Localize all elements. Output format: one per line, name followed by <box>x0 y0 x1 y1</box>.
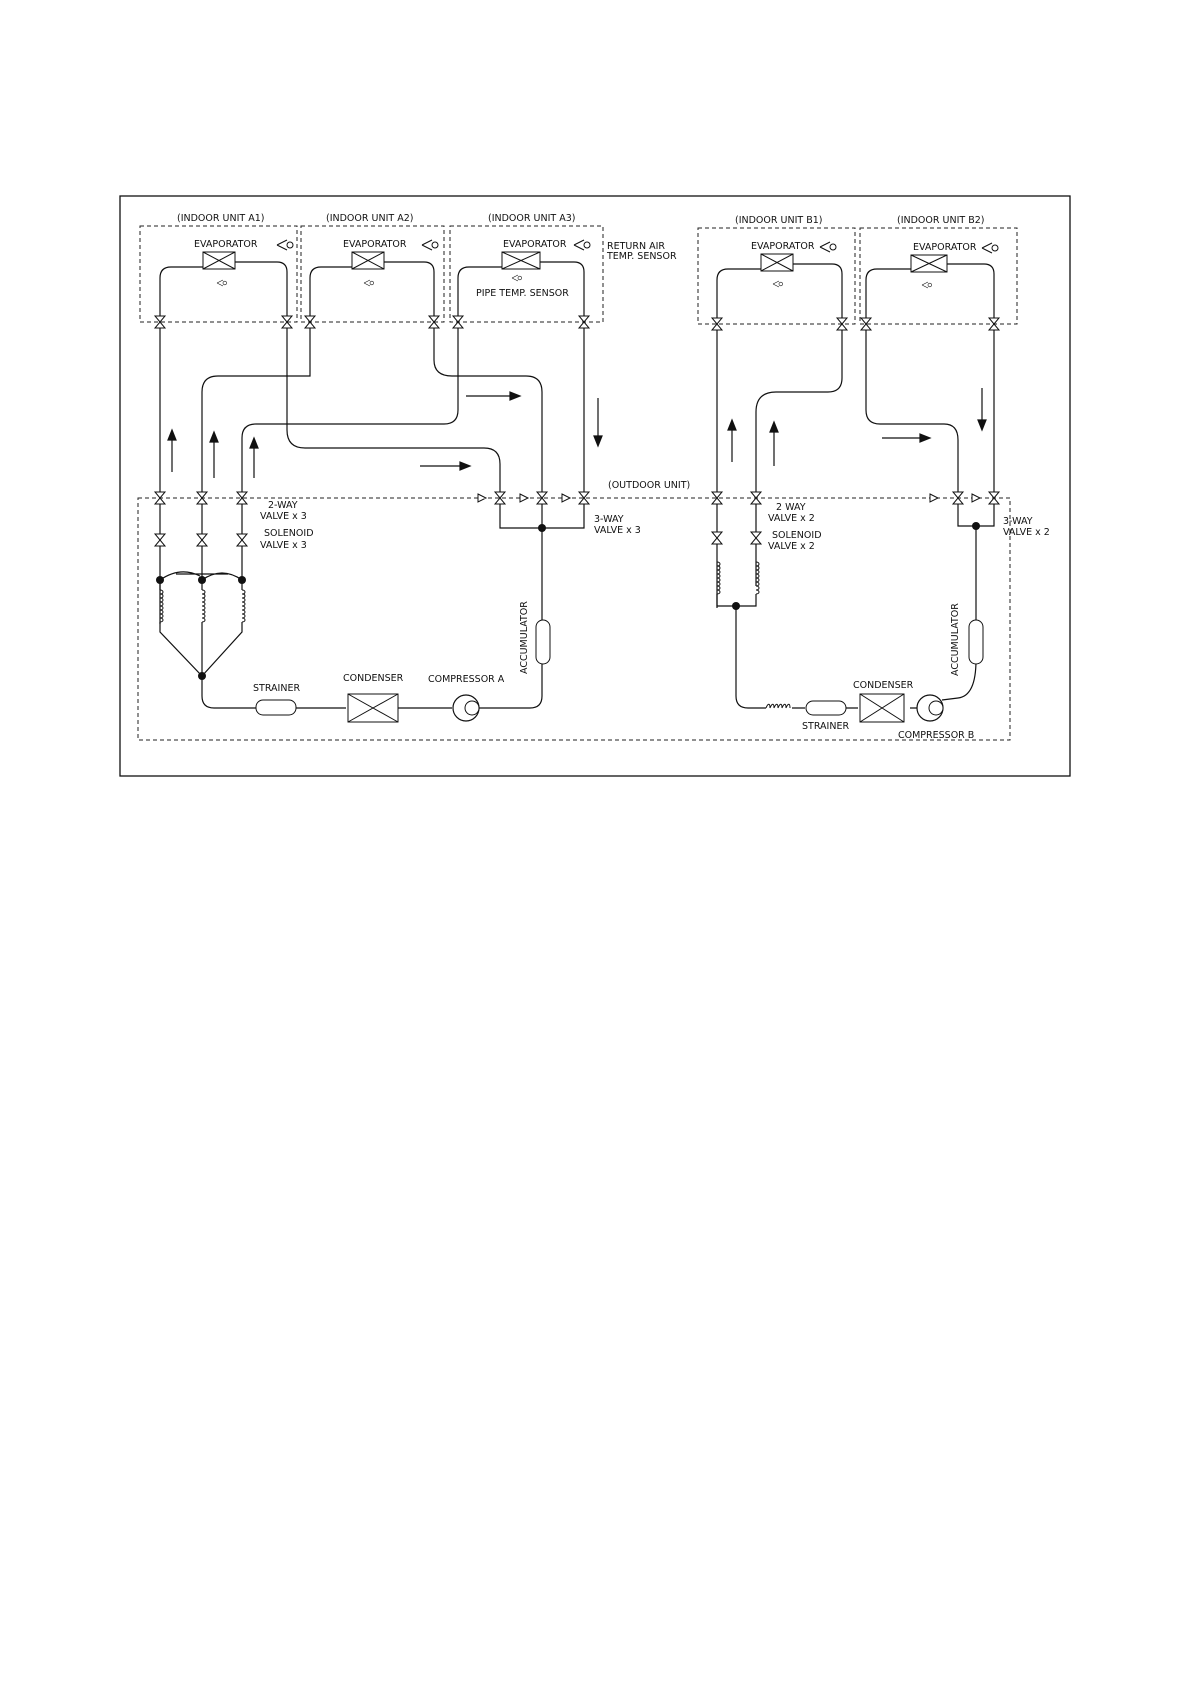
solenoid-valve-b-label-line1: SOLENOID <box>772 530 822 541</box>
indoor-unit-b1: (INDOOR UNIT B1) EVAPORATOR <box>697 215 856 325</box>
solenoid-valve-icon <box>196 533 208 547</box>
fan-icon <box>921 281 932 289</box>
system-a-piping <box>154 315 590 723</box>
solenoid-valve-icon <box>750 531 762 545</box>
evaporator-b2 <box>910 254 948 273</box>
valve-icon <box>578 315 590 329</box>
solenoid-valve-icon <box>711 531 723 545</box>
evaporator-b1 <box>760 253 794 272</box>
three-way-valve-b-label-line1: 3-WAY <box>1003 516 1033 527</box>
indoor-unit-a2-label: (INDOOR UNIT A2) <box>326 213 413 224</box>
indoor-unit-a1: (INDOOR UNIT A1) EVAPORATOR <box>139 213 298 323</box>
evaporator-b2-label: EVAPORATOR <box>913 242 977 253</box>
system-b-piping <box>711 317 1000 723</box>
strainer-b-label: STRAINER <box>802 721 849 732</box>
evaporator-a1-label: EVAPORATOR <box>194 239 258 250</box>
outdoor-unit-boundary <box>137 497 1011 741</box>
compressor-a-label: COMPRESSOR A <box>428 674 505 685</box>
two-way-valve-a-label-line2: VALVE x 3 <box>260 511 307 522</box>
indoor-unit-b2: (INDOOR UNIT B2) EVAPORATOR <box>859 215 1018 325</box>
pipe-temp-sensor-label: PIPE TEMP. SENSOR <box>476 288 569 299</box>
two-way-valve-b-label-line1: 2 WAY <box>776 502 806 513</box>
three-way-valve-a-label-line2: VALVE x 3 <box>594 525 641 536</box>
return-air-sensor-label-line2: TEMP. SENSOR <box>606 251 677 262</box>
valve-icon <box>304 315 316 329</box>
evaporator-b1-label: EVAPORATOR <box>751 241 815 252</box>
solenoid-valve-a-label-line1: SOLENOID <box>264 528 314 539</box>
accumulator-a-label: ACCUMULATOR <box>519 601 530 674</box>
three-way-valve-b-label-line2: VALVE x 2 <box>1003 527 1050 538</box>
outdoor-unit-label: (OUTDOOR UNIT) <box>608 480 690 491</box>
indoor-unit-a1-label: (INDOOR UNIT A1) <box>177 213 264 224</box>
indoor-unit-b1-label: (INDOOR UNIT B1) <box>735 215 822 226</box>
strainer-a <box>255 699 297 716</box>
valve-icon <box>988 317 1000 331</box>
evaporator-a1 <box>202 251 236 270</box>
condenser-b <box>859 693 905 723</box>
condenser-a-label: CONDENSER <box>343 673 404 684</box>
solenoid-valve-a-label-line2: VALVE x 3 <box>260 540 307 551</box>
drawing-frame <box>119 195 1071 777</box>
two-way-valve-a-label-line1: 2-WAY <box>268 500 298 511</box>
compressor-b <box>916 694 944 722</box>
accumulator-b-label: ACCUMULATOR <box>950 603 961 676</box>
valve-icon <box>452 315 464 329</box>
solenoid-valve-icon <box>236 533 248 547</box>
fan-icon <box>421 239 439 251</box>
evaporator-a2-label: EVAPORATOR <box>343 239 407 250</box>
strainer-b <box>805 700 847 716</box>
evaporator-a2 <box>351 251 385 270</box>
evaporator-a3-label: EVAPORATOR <box>503 239 567 250</box>
return-air-sensor-label-line1: RETURN AIR <box>607 241 665 252</box>
evaporator-a3 <box>501 251 541 270</box>
flow-arrows <box>167 388 987 478</box>
solenoid-valve-b-label-line2: VALVE x 2 <box>768 541 815 552</box>
capillary-coil-icon <box>201 589 206 623</box>
check-valves <box>477 493 982 503</box>
capillary-coil-icon <box>241 589 246 623</box>
three-way-valve-a-label-line1: 3-WAY <box>594 514 624 525</box>
fan-icon <box>511 274 522 282</box>
indoor-unit-a3-label: (INDOOR UNIT A3) <box>488 213 575 224</box>
fan-icon <box>573 239 591 251</box>
strainer-a-label: STRAINER <box>253 683 300 694</box>
fan-icon <box>363 279 374 287</box>
indoor-unit-a3: (INDOOR UNIT A3) EVAPORATOR PIPE TEMP. S… <box>449 213 604 323</box>
accumulator-b <box>968 619 984 665</box>
accumulator-a <box>535 619 551 665</box>
fan-icon <box>772 280 783 288</box>
two-way-valve-b-label-line2: VALVE x 2 <box>768 513 815 524</box>
condenser-a <box>347 693 399 723</box>
solenoid-valve-icon <box>154 533 166 547</box>
fan-icon <box>981 242 999 254</box>
indoor-unit-a2: (INDOOR UNIT A2) EVAPORATOR <box>300 213 445 323</box>
condenser-b-label: CONDENSER <box>853 680 914 691</box>
fan-icon <box>216 279 227 287</box>
compressor-a <box>452 694 480 722</box>
indoor-unit-b2-label: (INDOOR UNIT B2) <box>897 215 984 226</box>
fan-icon <box>819 241 837 253</box>
fan-icon <box>276 239 294 251</box>
compressor-b-label: COMPRESSOR B <box>898 730 974 741</box>
